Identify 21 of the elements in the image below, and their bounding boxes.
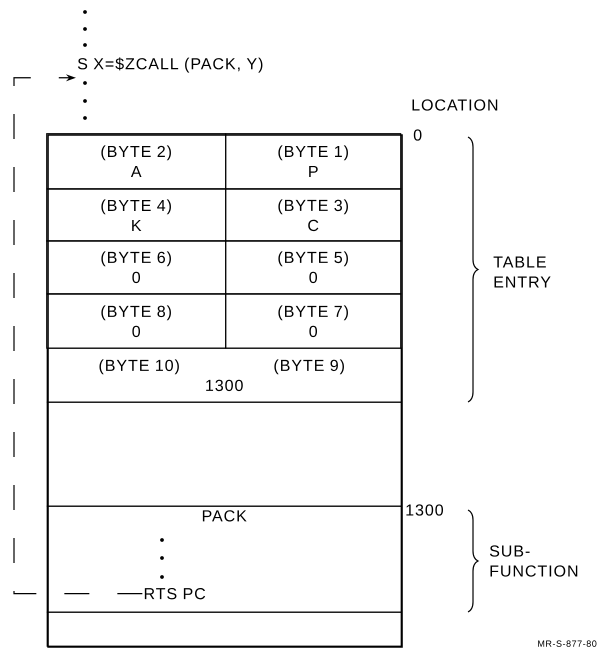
memory-cell: (BYTE 10) (BYTE 9) 1300: [46, 348, 402, 403]
address-label: 1300: [406, 504, 444, 516]
memory-map-box: [47, 134, 403, 648]
memory-cell: (BYTE 3) C: [225, 188, 402, 242]
instruction-text: RTS PC: [144, 588, 206, 600]
memory-cell: (BYTE 5) 0: [225, 240, 402, 294]
brace-label: SUB-FUNCTION: [490, 545, 578, 577]
memory-cell: (BYTE 8) 0: [46, 294, 226, 349]
figure-id: MR-S-877-80: [538, 640, 596, 647]
memory-cell: (BYTE 6) 0: [46, 240, 226, 294]
memory-cell: (BYTE 2) A: [46, 133, 226, 190]
memory-cell: (BYTE 7) 0: [225, 294, 402, 349]
memory-cell: [46, 612, 402, 647]
code-line: S X=$ZCALL (PACK, Y): [78, 57, 262, 73]
memory-cell: [46, 402, 402, 507]
memory-cell: (BYTE 1) P: [225, 133, 402, 190]
memory-cell: (BYTE 4) K: [46, 188, 226, 242]
brace-label: TABLE ENTRY: [494, 256, 551, 288]
column-heading: LOCATION: [412, 99, 498, 111]
address-label: 0: [414, 129, 422, 141]
return-arrow: [13, 74, 142, 594]
